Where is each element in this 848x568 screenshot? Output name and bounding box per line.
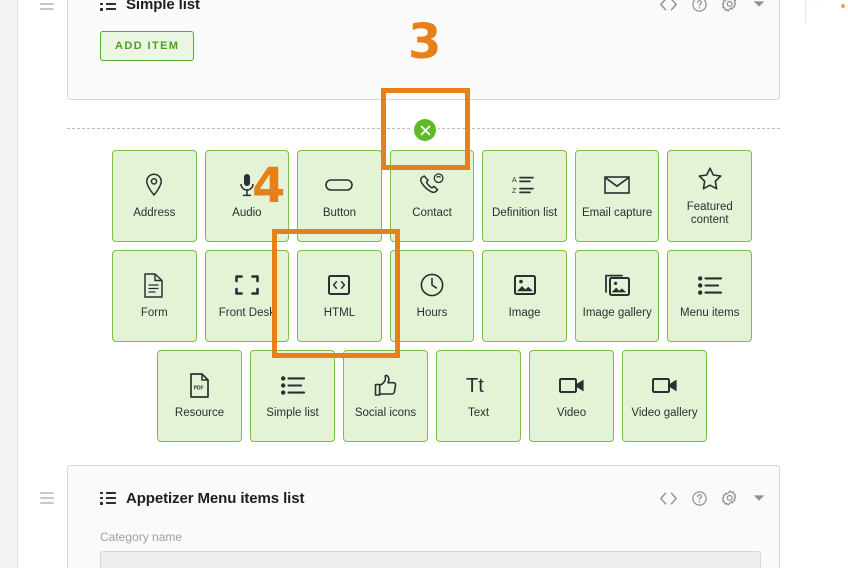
star-icon (698, 165, 722, 193)
right-panel-status-dot (841, 4, 845, 8)
close-icon[interactable] (414, 119, 436, 141)
widget-tile-button[interactable]: Button (297, 150, 382, 242)
simple-list-card-tools (660, 0, 765, 12)
category-name-input[interactable] (100, 551, 761, 568)
simple-list-card: Simple list ADD ITEM (40, 0, 780, 100)
appetizer-title-group: Appetizer Menu items list (100, 490, 304, 507)
widget-tile-label: Featured content (686, 200, 733, 226)
code-box-icon (328, 271, 351, 299)
form-document-icon (143, 271, 165, 299)
svg-text:Tt: Tt (466, 375, 484, 396)
widget-tile-video-gallery[interactable]: Video gallery (622, 350, 707, 442)
widget-tile-video[interactable]: Video (529, 350, 614, 442)
widget-tile-label: Front Desk (218, 307, 275, 320)
add-item-button[interactable]: ADD ITEM (100, 31, 195, 61)
definition-list-icon: A Z (512, 171, 538, 199)
widget-tile-contact[interactable]: Contact (389, 150, 475, 242)
bulleted-list-icon (280, 371, 305, 399)
drag-handle-icon[interactable] (40, 0, 54, 10)
widget-tile-label: Contact (412, 207, 452, 220)
code-icon[interactable] (660, 492, 677, 505)
widget-tile-definition-list[interactable]: A Z Definition list (482, 150, 567, 242)
widget-tile-label: HTML (323, 307, 356, 320)
widget-tile-email-capture[interactable]: Email capture (574, 150, 660, 242)
gear-icon[interactable] (722, 490, 738, 506)
gear-icon[interactable] (722, 0, 738, 12)
widget-tile-label: Definition list (492, 207, 558, 220)
appetizer-menu-items-list-card: Appetizer Menu items list Category name (40, 465, 780, 568)
widget-tile-image-gallery[interactable]: Image gallery (574, 250, 660, 342)
widget-tile-label: Video (556, 407, 587, 420)
widget-tile-label: Image gallery (582, 307, 652, 320)
widget-tile-hours[interactable]: Hours (389, 250, 475, 342)
bulleted-list-icon (697, 271, 722, 299)
appetizer-card-header: Appetizer Menu items list (40, 466, 779, 530)
widget-tile-menu-items[interactable]: Menu items (667, 250, 753, 342)
widget-tile-label: Image (508, 307, 541, 320)
appetizer-card-tools (660, 490, 765, 506)
category-name-label: Category name (100, 530, 183, 544)
widget-tile-resource[interactable]: PDF Resource (157, 350, 242, 442)
widget-tile-simple-list[interactable]: Simple list (250, 350, 335, 442)
widget-tile-image[interactable]: Image (482, 250, 567, 342)
chevron-down-icon[interactable] (753, 494, 765, 502)
widget-tile-label: Social icons (354, 407, 417, 420)
widget-tile-address[interactable]: Address (112, 150, 197, 242)
pdf-file-icon: PDF (189, 371, 210, 399)
frame-icon (235, 271, 259, 299)
right-panel-mini-text: - - (812, 2, 822, 9)
widget-picker-row: PDF Resource Simple list Social icons Tt (157, 350, 752, 442)
widget-tile-form[interactable]: Form (112, 250, 197, 342)
help-icon[interactable] (692, 0, 707, 12)
widget-tile-html[interactable]: HTML (297, 250, 382, 342)
list-icon (100, 491, 116, 505)
widget-tile-label: Form (140, 307, 168, 320)
widget-tile-label: Audio (232, 207, 262, 220)
widget-tile-label: Video gallery (631, 407, 698, 420)
code-icon[interactable] (660, 0, 677, 11)
widget-tile-label: Hours (416, 307, 448, 320)
image-icon (513, 271, 536, 299)
list-icon (100, 0, 116, 11)
drag-handle-icon[interactable] (40, 492, 54, 504)
svg-text:A: A (512, 177, 517, 184)
simple-list-card-header: Simple list (40, 0, 779, 25)
button-icon (325, 171, 354, 199)
widget-tile-audio[interactable]: Audio (204, 150, 290, 242)
left-rail (0, 0, 18, 568)
video-camera-icon (558, 371, 585, 399)
widget-picker: Address Audio Button Contact (112, 150, 753, 450)
right-panel-sliver: - - (805, 0, 848, 22)
clock-icon (420, 271, 444, 299)
help-icon[interactable] (692, 490, 707, 506)
phone-icon (419, 171, 445, 199)
chevron-down-icon[interactable] (753, 0, 765, 8)
widget-tile-front-desk[interactable]: Front Desk (204, 250, 290, 342)
widget-tile-label: Address (133, 207, 176, 220)
envelope-icon (604, 171, 630, 199)
svg-text:PDF: PDF (194, 385, 204, 391)
simple-list-title-group: Simple list (100, 0, 200, 13)
image-gallery-icon (604, 271, 630, 299)
widget-tile-featured-content[interactable]: Featured content (667, 150, 753, 242)
widget-tile-social-icons[interactable]: Social icons (343, 350, 428, 442)
svg-text:Z: Z (512, 188, 517, 195)
widget-picker-row: Address Audio Button Contact (112, 150, 753, 242)
widget-tile-label: Resource (174, 407, 225, 420)
widget-tile-label: Simple list (266, 407, 319, 420)
text-tt-icon: Tt (466, 371, 492, 399)
widget-tile-text[interactable]: Tt Text (436, 350, 521, 442)
widget-picker-row: Form Front Desk HTML Hours (112, 250, 753, 342)
map-pin-icon (144, 171, 164, 199)
microphone-icon (238, 171, 256, 199)
page-title: Simple list (126, 0, 200, 13)
widget-tile-label: Button (322, 207, 357, 220)
simple-list-card-body: ADD ITEM (68, 25, 779, 75)
widget-tile-label: Text (467, 407, 490, 420)
thumbs-up-icon (374, 371, 398, 399)
video-camera-icon (651, 371, 678, 399)
widget-tile-label: Menu items (680, 307, 740, 320)
widget-tile-label: Email capture (582, 207, 653, 220)
page-title: Appetizer Menu items list (126, 489, 305, 507)
